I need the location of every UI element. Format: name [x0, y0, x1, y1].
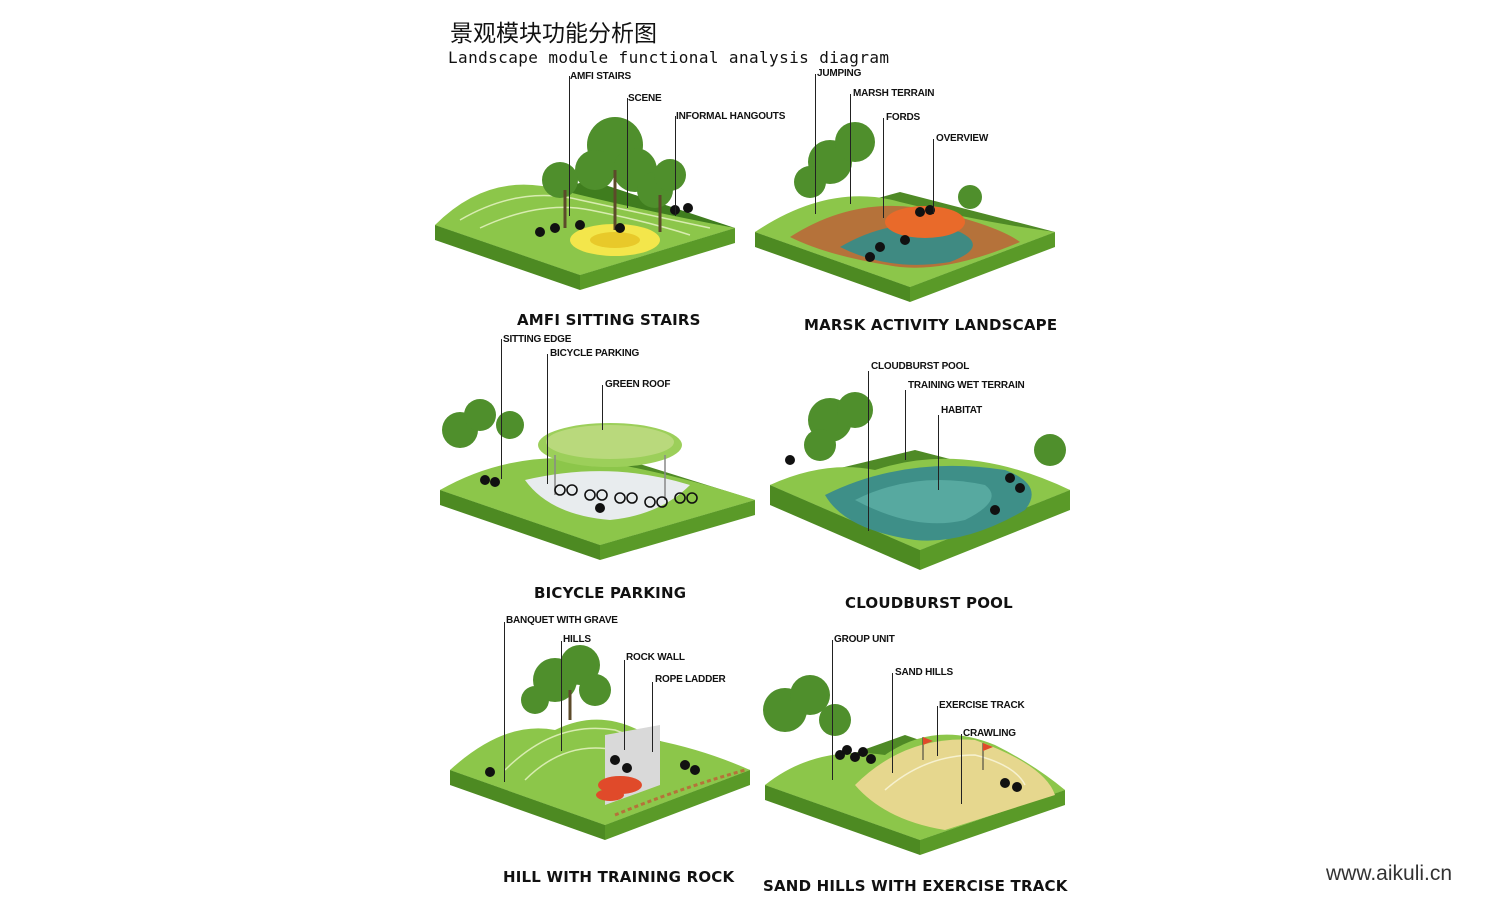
- caption-sand-hills-with-exercise-track: SAND HILLS WITH EXERCISE TRACK: [763, 877, 1068, 895]
- caption-cloudburst-pool: CLOUDBURST POOL: [845, 594, 1013, 612]
- leader-line: [868, 371, 869, 531]
- module-bicycle-parking: SITTING EDGE BICYCLE PARKING GREEN ROOF …: [430, 330, 760, 610]
- label-habitat: HABITAT: [941, 405, 982, 416]
- label-rope-ladder: ROPE LADDER: [655, 674, 726, 685]
- label-rock-wall: ROCK WALL: [626, 652, 685, 663]
- title-chinese: 景观模块功能分析图: [450, 21, 657, 47]
- leader-line: [561, 641, 562, 751]
- caption-marsk-activity-landscape: MARSK ACTIVITY LANDSCAPE: [804, 316, 1058, 334]
- sand-hills-illustration: [763, 675, 1065, 855]
- label-fords: FORDS: [886, 112, 921, 123]
- hill-training-rock-illustration: [450, 645, 750, 840]
- label-scene: SCENE: [628, 93, 662, 104]
- leader-line: [627, 98, 628, 208]
- leader-line: [501, 339, 502, 479]
- cloudburst-pool-illustration: [770, 392, 1070, 570]
- label-banquet-with-grave: BANQUET WITH GRAVE: [506, 615, 618, 626]
- label-marsh-terrain: MARSH TERRAIN: [853, 88, 935, 99]
- leader-line: [905, 390, 906, 460]
- module-sand-hills-with-exercise-track: GROUP UNIT SAND HILLS EXERCISE TRACK CRA…: [745, 625, 1085, 900]
- label-amfi-stairs: AMFI STAIRS: [570, 71, 631, 82]
- marsk-illustration: [755, 122, 1055, 302]
- leader-line: [569, 76, 570, 216]
- amfi-illustration: [435, 117, 735, 290]
- module-amfi-sitting-stairs: AMFI STAIRS SCENE INFORMAL HANGOUTS AMFI…: [430, 60, 785, 340]
- label-jumping: JUMPING: [817, 68, 862, 79]
- leader-line: [652, 682, 653, 752]
- module-hill-with-training-rock: BANQUET WITH GRAVE HILLS ROCK WALL ROPE …: [445, 610, 765, 890]
- leader-line: [938, 415, 939, 490]
- label-group-unit: GROUP UNIT: [834, 634, 895, 645]
- caption-hill-with-training-rock: HILL WITH TRAINING ROCK: [503, 868, 735, 886]
- leader-line: [832, 640, 833, 780]
- label-sitting-edge: SITTING EDGE: [503, 334, 572, 345]
- label-informal-hangouts: INFORMAL HANGOUTS: [676, 111, 786, 122]
- label-crawling: CRAWLING: [963, 728, 1016, 739]
- leader-line: [961, 734, 962, 804]
- leader-line: [602, 385, 603, 430]
- label-overview: OVERVIEW: [936, 133, 989, 144]
- leader-line: [504, 622, 505, 782]
- title-english: Landscape module functional analysis dia…: [448, 48, 890, 67]
- leader-line: [883, 118, 884, 218]
- leader-line: [937, 706, 938, 756]
- watermark: www.aikuli.cn: [1326, 862, 1453, 885]
- module-cloudburst-pool: CLOUDBURST POOL TRAINING WET TERRAIN HAB…: [765, 350, 1085, 620]
- leader-line: [675, 116, 676, 216]
- label-sand-hills: SAND HILLS: [895, 667, 954, 678]
- leader-line: [547, 354, 548, 484]
- label-training-wet-terrain: TRAINING WET TERRAIN: [908, 380, 1025, 391]
- label-cloudburst-pool: CLOUDBURST POOL: [871, 361, 970, 372]
- leader-line: [850, 94, 851, 204]
- leader-line: [815, 74, 816, 214]
- leader-line: [624, 660, 625, 750]
- label-exercise-track: EXERCISE TRACK: [939, 700, 1025, 711]
- label-hills: HILLS: [563, 634, 591, 645]
- label-bicycle-parking: BICYCLE PARKING: [550, 348, 640, 359]
- label-green-roof: GREEN ROOF: [605, 379, 671, 390]
- leader-line: [933, 139, 934, 214]
- caption-amfi-sitting-stairs: AMFI SITTING STAIRS: [517, 311, 701, 329]
- caption-bicycle-parking: BICYCLE PARKING: [534, 584, 687, 602]
- leader-line: [892, 673, 893, 773]
- module-marsk-activity-landscape: JUMPING MARSH TERRAIN FORDS OVERVIEW MAR…: [750, 62, 1070, 342]
- bicycle-parking-illustration: [440, 399, 755, 560]
